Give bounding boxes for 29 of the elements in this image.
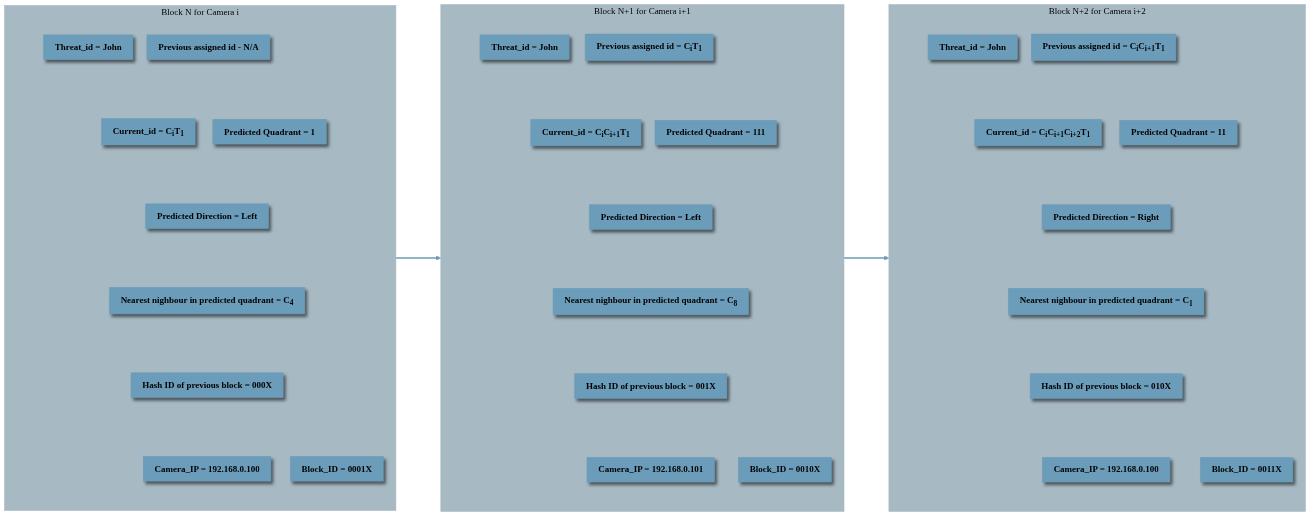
node-box: Nearest nighbour in predicted quadrant = C$_{4}$ <box>109 287 306 315</box>
node-box: Camera_IP = 192.168.0.101 <box>586 457 715 483</box>
node-box: Previous assigned id = C$_{i}$C$_{i+1}$T$_{1}$ <box>1031 33 1177 61</box>
node-box: Predicted Quadrant = 1 <box>212 119 327 145</box>
node-box: Previous assigned id - N/A <box>146 34 271 60</box>
node-box: Current_id = C$_{i}$C$_{i+1}$C$_{i+2}$T$_{1}$ <box>974 119 1102 147</box>
node-box: Predicted Direction = Left <box>589 204 713 230</box>
node-box: Predicted Direction = Left <box>145 203 269 229</box>
node-box: Current_id = C$_{i}$C$_{i+1}$T$_{1}$ <box>530 119 642 147</box>
node-box: Nearest nighbour in predicted quadrant = C$_{1}$ <box>1008 288 1205 316</box>
node-box: Threat_id = John <box>927 34 1018 60</box>
node-box: Block_ID = 0001X <box>290 456 384 482</box>
node-box: Current_id = C$_{i}$T$_{1}$ <box>101 118 196 146</box>
node-box: Hash ID of previous block = 000X <box>130 372 284 398</box>
node-box: Camera_IP = 192.168.0.100 <box>1042 457 1171 483</box>
node-box: Predicted Quadrant = 111 <box>654 120 777 146</box>
arrow <box>843 255 890 261</box>
node-box: Previous assigned id = C$_{i}$T$_{1}$ <box>584 33 714 61</box>
node-box: Predicted Quadrant = 11 <box>1119 120 1238 146</box>
arrow <box>395 255 442 261</box>
node-box: Threat_id = John <box>43 34 134 60</box>
node-box: Threat_id = John <box>479 34 570 60</box>
node-box: Hash ID of previous block = 001X <box>574 373 728 399</box>
node-box: Predicted Direction = Right <box>1041 204 1171 230</box>
node-box: Nearest nighbour in predicted quadrant = C$_{8}$ <box>552 288 749 316</box>
node-box: Block_ID = 0011X <box>1200 457 1294 483</box>
node-box: Camera_IP = 192.168.0.100 <box>143 456 272 482</box>
node-box: Block_ID = 0010X <box>738 457 832 483</box>
node-box: Hash ID of previous block = 010X <box>1029 373 1183 399</box>
